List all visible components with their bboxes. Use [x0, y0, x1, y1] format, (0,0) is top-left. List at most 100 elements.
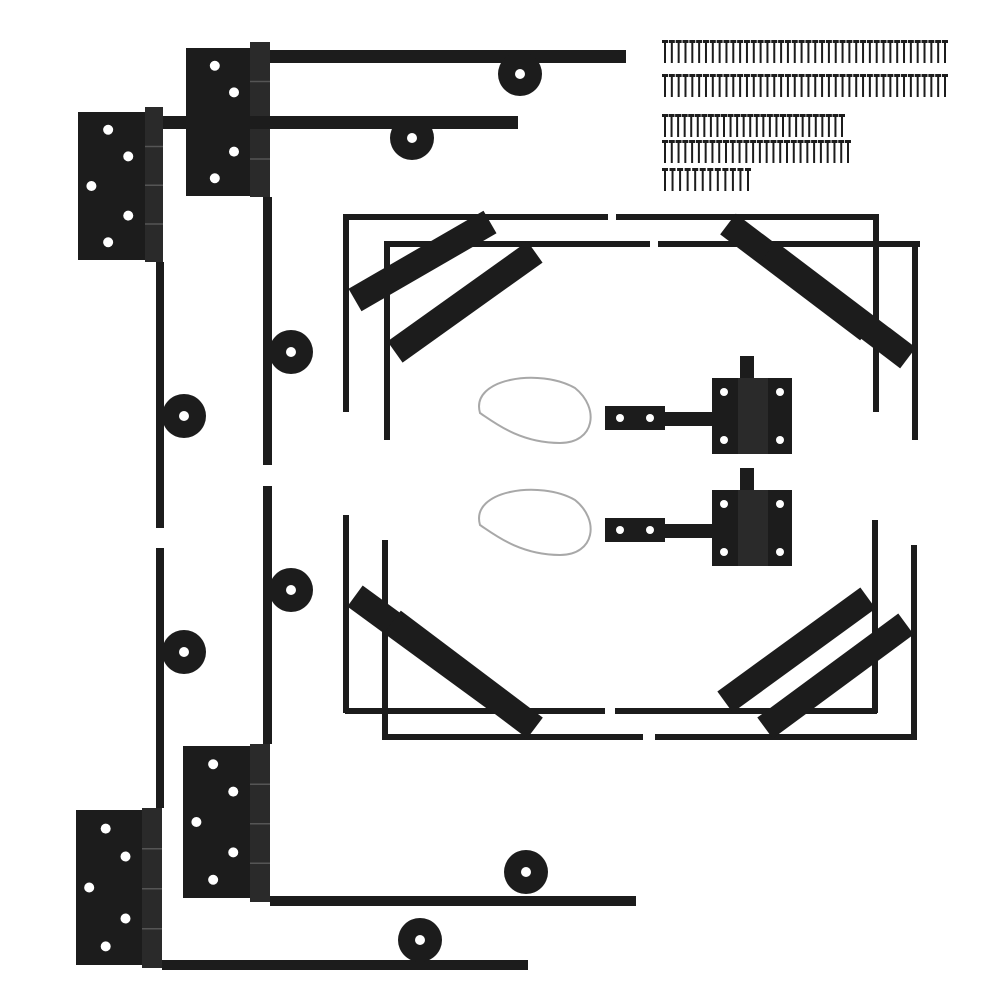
screw-head: [682, 40, 689, 43]
screw-shank: [772, 143, 775, 163]
screw-head: [694, 114, 701, 117]
screw-head: [740, 114, 747, 117]
screw-head: [786, 114, 793, 117]
screw-hole: [103, 237, 114, 248]
screw-shank: [718, 43, 721, 63]
screw-shank: [800, 77, 803, 97]
screw: [757, 74, 764, 97]
screw: [675, 114, 682, 137]
screw-hole: [776, 436, 784, 444]
screw-shank: [690, 117, 693, 137]
screw-shank: [698, 43, 701, 63]
screw-head: [805, 74, 812, 77]
screw-shank: [701, 171, 704, 191]
screw-shank: [758, 143, 761, 163]
screw-shank: [752, 43, 755, 63]
screw-shank: [780, 77, 783, 97]
screw-shank: [704, 143, 707, 163]
screw-shank: [723, 117, 725, 137]
screw-shank: [745, 43, 748, 63]
screw-shank: [755, 117, 758, 137]
screw: [778, 74, 785, 97]
screw: [887, 74, 894, 97]
screw-head: [696, 74, 703, 77]
latch-bar: [605, 406, 665, 430]
screw-head: [730, 40, 737, 43]
gravity-latch: [478, 468, 792, 566]
screw: [716, 74, 723, 97]
screw-head: [723, 40, 730, 43]
screws: [662, 40, 948, 191]
screw-head: [723, 140, 729, 143]
screw-shank: [742, 117, 745, 137]
screw-head: [662, 74, 668, 77]
bracket-arm: [615, 708, 877, 714]
screw-shank: [691, 77, 694, 97]
screw: [760, 114, 767, 137]
screw: [701, 114, 708, 137]
screw-head: [799, 114, 806, 117]
screw: [780, 114, 786, 137]
screw-shank: [875, 43, 878, 63]
screw-shank: [801, 117, 804, 137]
screw: [723, 74, 730, 97]
screw-hole: [84, 882, 95, 893]
screw-head: [675, 74, 682, 77]
bracket-arm: [343, 515, 349, 713]
screw: [730, 40, 737, 63]
screw-shank: [677, 117, 680, 137]
screw: [819, 74, 826, 97]
knuckle-seam: [142, 848, 162, 850]
screw: [675, 40, 682, 63]
screw-shank: [862, 43, 865, 63]
screw: [692, 168, 699, 191]
screw: [914, 40, 921, 63]
screw-head: [901, 74, 908, 77]
screw-head: [757, 74, 764, 77]
screw-head: [819, 114, 826, 117]
screw-hole: [229, 87, 239, 98]
bracket-brace: [717, 587, 876, 713]
screw: [805, 74, 812, 97]
screw-head: [750, 40, 757, 43]
screw-head: [790, 140, 797, 143]
screw-shank: [684, 43, 687, 63]
screw: [860, 74, 867, 97]
screw: [825, 40, 832, 63]
screw-shank: [731, 143, 734, 163]
hinge-strap: [270, 896, 636, 906]
screw-hole: [776, 388, 784, 396]
screw-shank: [937, 43, 940, 63]
screw: [846, 74, 853, 97]
screw: [784, 74, 791, 97]
screw-shank: [909, 43, 912, 63]
screw: [866, 74, 873, 97]
strap-hinge: [183, 486, 636, 906]
screw: [819, 40, 826, 63]
knuckle-seam: [250, 862, 270, 864]
screw-shank: [806, 143, 809, 163]
knuckle-seam: [250, 783, 270, 785]
screw: [798, 74, 805, 97]
screw: [675, 140, 682, 163]
screw-head: [716, 40, 723, 43]
screw-shank: [711, 77, 714, 97]
screw-head: [764, 40, 771, 43]
screw: [853, 74, 860, 97]
screw-shank: [739, 77, 742, 97]
screw-shank: [847, 143, 849, 163]
screw-shank: [670, 43, 673, 63]
screw-head: [907, 40, 914, 43]
screw: [812, 114, 819, 137]
screw-shank: [725, 77, 728, 97]
screw-shank: [691, 143, 694, 163]
screw-head: [853, 74, 860, 77]
screw-head: [702, 140, 709, 143]
screw-shank: [729, 117, 732, 137]
screw-shank: [684, 143, 687, 163]
screw-hole: [229, 146, 239, 157]
screw-head: [737, 40, 744, 43]
screw-hole: [208, 874, 219, 885]
screw-head: [721, 114, 727, 117]
